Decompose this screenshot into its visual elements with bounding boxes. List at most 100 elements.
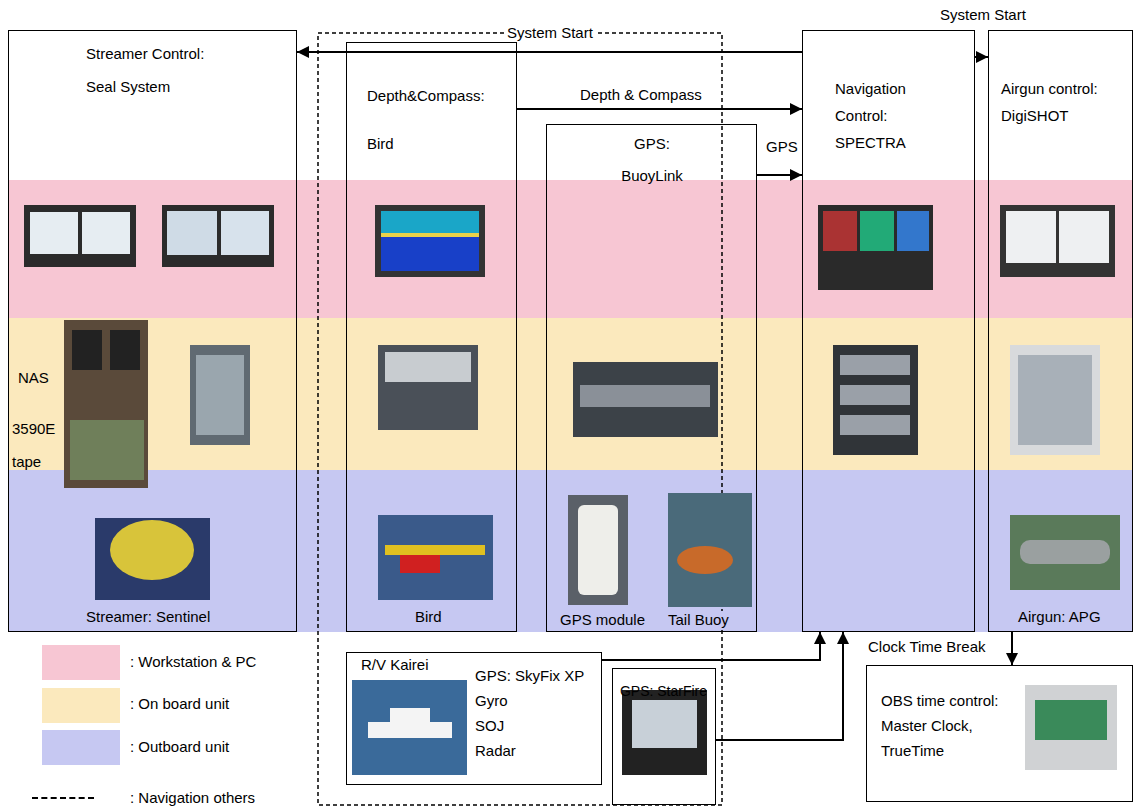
part-label: Streamer: Sentinel [86, 608, 210, 625]
node-heading: Streamer Control: Seal System [86, 37, 226, 103]
node-heading: Navigation Control: SPECTRA [835, 75, 935, 156]
navigation-others-outline [318, 33, 722, 805]
photo-gps-module [568, 495, 628, 605]
photo-streamer-reel [110, 520, 194, 580]
photo-screen [823, 211, 857, 251]
photo-airgun [1010, 515, 1120, 590]
photo-rack [833, 345, 918, 455]
connector-arrow [517, 108, 802, 110]
photo-bird-body [385, 545, 485, 555]
photo-screen [30, 212, 78, 254]
photo-rack [378, 345, 478, 430]
connector-label: Depth & Compass [578, 86, 704, 104]
photo-nas [110, 330, 140, 370]
node-heading: R/V Kairei [361, 655, 466, 675]
part-label: NAS [18, 369, 49, 386]
legend-text: : Workstation & PC [130, 653, 256, 670]
legend-swatch [42, 730, 120, 765]
photo-airgun-body [1020, 540, 1110, 564]
connector-arrow [602, 632, 820, 660]
node-heading: GPS: BuoyLink [609, 128, 695, 192]
node-heading: GPS: StarFire [615, 681, 712, 701]
node-item: SOJ [475, 716, 595, 736]
photo-rack [573, 362, 718, 437]
legend-text: : Navigation others [130, 789, 255, 806]
connector-arrow [1011, 632, 1013, 665]
streamer-control-box: Streamer Control: Seal System [8, 30, 297, 632]
connector-arrow [975, 56, 988, 58]
navigation-control-box: Navigation Control: SPECTRA [802, 30, 975, 632]
obs-time-control-box: OBS time control: Master Clock, TrueTime [866, 665, 1133, 802]
connector-arrow [757, 174, 802, 176]
photo-ship [352, 680, 467, 775]
legend-text: : On board unit [130, 695, 229, 712]
node-heading: OBS time control: Master Clock, TrueTime [881, 688, 1016, 763]
part-label: Tail Buoy [666, 611, 731, 628]
photo-monitor [1000, 205, 1115, 277]
connector-arrow [716, 632, 843, 740]
photo-rack-panel [580, 385, 710, 407]
photo-tail-buoy-float [677, 546, 733, 574]
part-label: Airgun: APG [1018, 608, 1101, 625]
airgun-control-box: Airgun control: DigiSHOT [988, 30, 1133, 632]
legend-dashed-sample [32, 797, 94, 799]
vessel-box: R/V KaireiGPS: SkyFix XP GyroSOJ Radar [346, 652, 602, 785]
photo-ship-bridge [390, 708, 430, 722]
photo-bird [378, 515, 493, 600]
photo-screen [632, 700, 697, 748]
photo-rack-panel [385, 352, 471, 382]
photo-starfire [622, 690, 707, 775]
legend-swatch [42, 645, 120, 680]
photo-rack-panel [196, 355, 244, 435]
bird-box: Depth&Compass: Bird [346, 42, 517, 632]
band-workstation [8, 180, 1133, 318]
buoylink-box: GPS: BuoyLink [546, 124, 757, 632]
photo-monitor [24, 205, 136, 267]
photo-rack-panel [1018, 355, 1092, 445]
photo-screen [381, 237, 479, 271]
photo-streamer [95, 518, 210, 600]
photo-master-clock [1025, 685, 1117, 770]
legend-text: : Outboard unit [130, 738, 229, 755]
photo-tail-buoy [668, 493, 752, 607]
part-label: Bird [415, 608, 442, 625]
photo-monitor [162, 205, 274, 267]
photo-bird-wing [400, 555, 440, 573]
node-item: Radar [475, 741, 595, 761]
photo-screen [1006, 211, 1056, 263]
photo-monitor [375, 205, 485, 277]
photo-screen [167, 211, 217, 255]
connector-label: Clock Time Break [866, 638, 988, 656]
photo-screen [221, 211, 269, 255]
photo-screen [381, 233, 479, 237]
photo-ship-hull [368, 722, 452, 738]
band-outboard [8, 470, 1133, 632]
part-label: 3590E tape [12, 412, 62, 478]
photo-rack-panel [840, 415, 910, 435]
connector-label: System Start [505, 24, 595, 42]
connector-label: GPS [764, 138, 800, 156]
starfire-box: GPS: StarFire [612, 668, 716, 805]
photo-nas-tape [64, 320, 148, 488]
band-onboard [8, 318, 1133, 470]
connector-label: System Start [938, 6, 1028, 24]
node-item: GPS: SkyFix XP [475, 666, 595, 686]
node-heading: Depth&Compass: Bird [367, 72, 497, 168]
connector-arrow [297, 51, 802, 53]
photo-rack-panel [840, 385, 910, 405]
photo-screen [1059, 211, 1109, 263]
photo-screen [897, 211, 929, 251]
photo-tape-drive [70, 420, 144, 480]
photo-nas [72, 330, 102, 370]
photo-rack-panel [840, 355, 910, 375]
photo-rack [190, 345, 250, 445]
photo-screen [381, 211, 479, 233]
photo-monitor [818, 205, 933, 290]
legend-swatch [42, 688, 120, 723]
photo-rack [1010, 345, 1100, 455]
node-item: Gyro [475, 691, 595, 711]
node-heading: Airgun control: DigiSHOT [1001, 75, 1126, 129]
